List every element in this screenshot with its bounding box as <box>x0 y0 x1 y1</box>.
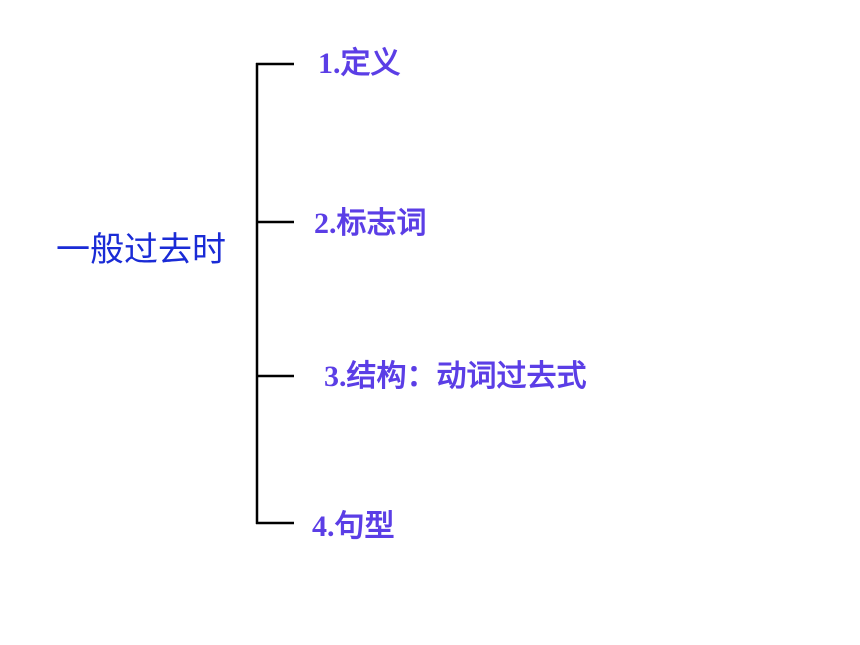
branch-item-structure: 3.结构：动词过去式 <box>324 355 587 399</box>
branch-item-number: 3. <box>324 360 347 393</box>
root-topic-label: 一般过去时 <box>56 230 226 270</box>
branch-item-number: 2. <box>314 207 337 240</box>
branch-item-number: 4. <box>312 510 335 543</box>
branch-item-definition: 1.定义 <box>318 42 401 86</box>
branch-item-text: 标志词 <box>336 206 427 241</box>
branch-item-text: 结构：动词过去式 <box>346 359 587 394</box>
branch-item-sentence-patterns: 4.句型 <box>312 505 395 549</box>
branch-item-text: 句型 <box>334 509 395 544</box>
branch-item-signal-words: 2.标志词 <box>314 202 427 246</box>
branch-item-text: 定义 <box>340 46 401 81</box>
branch-item-number: 1. <box>318 47 341 80</box>
